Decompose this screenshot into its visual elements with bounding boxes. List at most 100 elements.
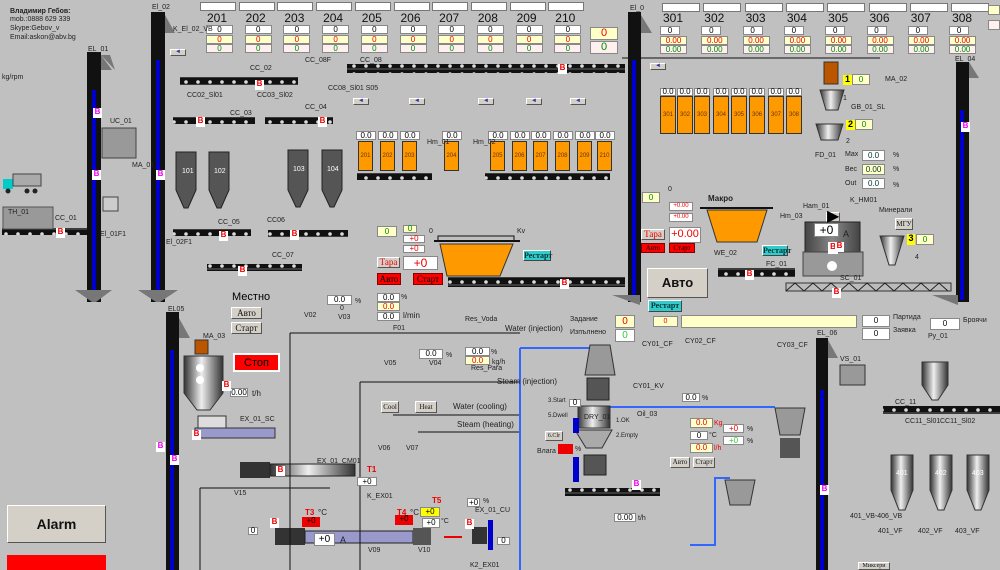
bin-weight: 0.0 xyxy=(531,131,551,140)
arrow-left-button[interactable]: ◄ xyxy=(478,98,494,105)
label-v07: V07 xyxy=(406,445,419,452)
t1-label: T1 xyxy=(367,465,377,474)
macro-restart-button[interactable]: Рестарт xyxy=(762,245,792,256)
small-bin: 201 xyxy=(358,141,373,171)
bin-value: 0 xyxy=(949,26,970,35)
local-auto-button[interactable]: Авто xyxy=(231,307,262,319)
bin-number: 208 xyxy=(477,11,498,25)
label-hm01: Hm_01 xyxy=(427,139,450,146)
conveyor-status-flag: B xyxy=(255,79,264,90)
arrow-left-button[interactable]: ◄ xyxy=(409,98,425,105)
label-cc08f: CC_08F xyxy=(305,57,332,64)
small-bin: 207 xyxy=(533,141,548,171)
local-start-button[interactable]: Старт xyxy=(231,322,262,334)
pct: % xyxy=(747,438,754,445)
bin-name-bar xyxy=(200,2,236,11)
bin-weight: 0.0 xyxy=(713,88,729,96)
label-vf402: 402_VF xyxy=(918,528,943,535)
oil-auto-button[interactable]: Авто xyxy=(670,457,690,468)
arrow-left-button[interactable]: ◄ xyxy=(353,98,369,105)
cool-button[interactable]: Cool xyxy=(381,401,399,413)
auto-mode-button[interactable]: Авто xyxy=(647,268,708,298)
pct-unit: % xyxy=(355,298,362,305)
fd-weight-label: Вес xyxy=(845,166,858,173)
conveyor-status-flag: B xyxy=(560,278,569,289)
stop-button[interactable]: Стоп xyxy=(233,353,280,372)
conveyor-status-flag: B xyxy=(290,229,299,240)
play-button[interactable]: ▶ xyxy=(826,208,840,225)
cyclone xyxy=(724,407,806,506)
partida-value: 0 xyxy=(862,315,890,327)
micro-tare-button[interactable]: Тара xyxy=(377,257,400,268)
elevator-el03 xyxy=(628,12,652,302)
macro-start-button[interactable]: Старт xyxy=(669,243,695,253)
mixers-button[interactable]: Миксери xyxy=(858,562,890,570)
screw-conveyor-sc xyxy=(785,282,952,292)
extruder-load: +0 xyxy=(314,533,335,546)
label-res_para: Res_Para xyxy=(471,365,503,372)
bin-set: 0.00 xyxy=(825,36,853,45)
label-ma03: MA_03 xyxy=(203,333,226,340)
micro-auto-button[interactable]: Авто xyxy=(377,273,401,285)
bin-name-bar xyxy=(909,3,948,12)
counter-label: Броячи xyxy=(963,317,987,324)
heat-button[interactable]: Heat xyxy=(415,401,437,413)
arrow-left-button[interactable]: ◄ xyxy=(170,49,186,56)
label-vf401: 401_VF xyxy=(878,528,903,535)
oil-start-button[interactable]: Старт xyxy=(693,457,715,468)
extruder-cm01 xyxy=(240,462,356,478)
alarm-indicator xyxy=(7,555,106,570)
bin-name-bar xyxy=(393,2,430,11)
bin-actual: 0 xyxy=(322,44,350,53)
arrow-left-button[interactable]: ◄ xyxy=(526,98,542,105)
arrow-left-button[interactable]: ◄ xyxy=(650,63,666,70)
silo-label: 101 xyxy=(182,168,194,175)
silos-400 xyxy=(839,361,990,511)
steam-flow2: 0.0 xyxy=(465,356,490,365)
bin-actual: 0 xyxy=(399,44,427,53)
silos-100 xyxy=(175,149,343,209)
restart-button[interactable]: Рестарт xyxy=(648,300,682,312)
dryer-ok-indicator: 1.OK xyxy=(616,418,630,424)
label-zero: 0 xyxy=(668,186,672,193)
elevator-status-flag: B xyxy=(961,121,970,132)
micro-restart-button[interactable]: Рестарт xyxy=(523,250,553,261)
elevator-status-flag: B xyxy=(170,454,179,465)
label-gb01: GB_01_SL xyxy=(851,104,886,111)
label-ma01: MA_01 xyxy=(132,162,155,169)
t5-label: T5 xyxy=(432,496,442,505)
pellet-phase: A xyxy=(843,229,850,239)
oil-p2: +0 xyxy=(723,436,744,445)
t4-value: +0 xyxy=(395,515,413,525)
bin-name-bar xyxy=(785,3,824,12)
moisture-label: Влага xyxy=(537,448,556,455)
macro-tare-button[interactable]: Тара xyxy=(641,229,665,240)
pct: % xyxy=(483,498,490,505)
steam-valve-pct: 0.0 xyxy=(419,349,443,359)
bin-number: 304 xyxy=(786,11,807,25)
conveyor-status-flag: B xyxy=(192,429,201,440)
label-v04: V04 xyxy=(429,360,442,367)
contact-mobile: mob.:0888 629 339 xyxy=(10,16,71,23)
label-fc01: FC_01 xyxy=(766,261,788,268)
micro-sub3: +0 xyxy=(403,245,425,253)
label-v02: V02 xyxy=(304,312,317,319)
bin-value: 0 xyxy=(244,25,272,34)
dryer-clear-button[interactable]: 6.Clr xyxy=(545,431,563,441)
oil-temp-unit: °C xyxy=(709,432,717,439)
water-valve-pct: 0.0 xyxy=(327,295,352,305)
small-bin: 305 xyxy=(731,96,747,134)
elevator-el05 xyxy=(166,312,190,570)
mgu-button[interactable]: МГУ xyxy=(895,218,913,230)
steam-injection-label: Steam (injection) xyxy=(497,377,558,386)
bin-actual: 0.00 xyxy=(825,45,853,54)
alarm-button[interactable]: Alarm xyxy=(7,505,106,543)
micro-start-button[interactable]: Старт xyxy=(413,273,443,285)
label-cc04: CC_04 xyxy=(305,104,327,111)
arrow-left-button[interactable]: ◄ xyxy=(570,98,586,105)
fd-max-label: Max xyxy=(845,151,859,158)
conveyor-status-flag: B xyxy=(270,517,279,528)
macro-auto-button[interactable]: Авто xyxy=(641,243,665,253)
micro-zero: 0 xyxy=(429,228,433,235)
pct-unit: % xyxy=(401,294,408,301)
